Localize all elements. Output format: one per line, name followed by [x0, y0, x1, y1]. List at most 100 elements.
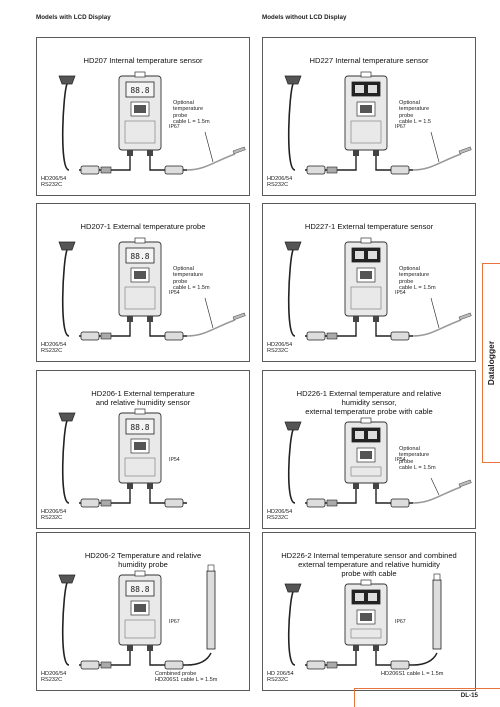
- hanging-tab: [134, 408, 146, 415]
- probe-connector: [390, 498, 410, 508]
- serial-port: [127, 483, 133, 489]
- panel-title: HD227 Internal temperature sensor: [309, 56, 429, 65]
- label-area: [350, 628, 382, 639]
- led-left: [355, 593, 364, 601]
- pc-cable-label: HD206/54 RS232C: [41, 342, 67, 355]
- temperature-probe-tip: [232, 312, 246, 321]
- datalogger-unit: [344, 71, 388, 151]
- ip-rating: IP54: [169, 457, 180, 463]
- panel-hd226-2: HD226-2 Internal temperature sensor and …: [262, 532, 476, 691]
- datalogger-unit: 88.8: [118, 570, 162, 646]
- serial-port: [353, 150, 359, 156]
- rh-probe-filter: [433, 573, 441, 581]
- connection-diagram: 88.8: [58, 237, 246, 341]
- page-number: DL-15: [460, 692, 478, 699]
- probe-callout-line: [204, 297, 214, 329]
- lcd-display: [125, 580, 155, 597]
- connection-diagram: [284, 417, 472, 508]
- cable-connector: [306, 498, 326, 508]
- datalogger-unit: 88.8: [118, 408, 162, 484]
- probe-port: [147, 150, 153, 156]
- led-right: [368, 593, 377, 601]
- label-area: [350, 286, 382, 310]
- battery: [134, 442, 146, 450]
- ip-rating: IP67: [169, 124, 180, 130]
- cable-ferrite: [326, 661, 338, 669]
- temperature-probe-cable: [186, 319, 236, 337]
- temperature-probe-cable: [412, 319, 462, 337]
- cable-ferrite: [326, 332, 338, 340]
- probe-port: [147, 645, 153, 651]
- probe-label: Combined probe HD206S1 cable L = 1.5m: [155, 671, 218, 684]
- pc-cable: [61, 83, 70, 171]
- panel-title: HD206-1 External temperature and relativ…: [91, 389, 195, 407]
- cable-ferrite: [100, 332, 112, 340]
- side-tab-frame: [482, 263, 500, 463]
- side-tab-label: Datalogger: [486, 340, 496, 386]
- pc-cable: [61, 249, 70, 337]
- led-right: [368, 251, 377, 259]
- panel-title: HD226-1 External temperature and relativ…: [296, 389, 442, 416]
- cable-connector: [306, 660, 326, 670]
- led-right: [368, 431, 377, 439]
- battery: [134, 604, 146, 612]
- datalogger-unit: [344, 237, 388, 317]
- pc-cable: [61, 420, 70, 504]
- ip-rating: IP54: [395, 290, 406, 296]
- battery: [360, 451, 372, 459]
- probe-port: [147, 483, 153, 489]
- led-left: [355, 85, 364, 93]
- lcd-display: [125, 418, 155, 435]
- cable-ferrite: [100, 166, 112, 174]
- hanging-tab: [360, 237, 372, 244]
- connection-diagram: 88.8: [58, 564, 216, 670]
- probe-port: [373, 483, 379, 489]
- datalogger-unit: [344, 417, 388, 484]
- pc-cable-label: HD206/54 RS232C: [267, 176, 293, 189]
- battery: [360, 105, 372, 113]
- probe-port: [373, 645, 379, 651]
- serial-port: [127, 316, 133, 322]
- temperature-probe-cable: [412, 486, 462, 504]
- lcd-display: [125, 81, 155, 98]
- pc-cable: [287, 83, 296, 171]
- panel-title: HD207 Internal temperature sensor: [83, 56, 203, 65]
- cable-ferrite: [100, 499, 112, 507]
- connection-diagram: [284, 71, 472, 175]
- probe-callout-line: [204, 131, 214, 163]
- rh-probe-cable: [186, 652, 212, 666]
- rh-probe-body: [206, 570, 216, 650]
- cable-connector: [306, 165, 326, 175]
- panel-title: HD226-2 Internal temperature sensor and …: [281, 551, 457, 578]
- probe-label: Optional temperature probe cable L = 1.5…: [399, 266, 436, 292]
- pc-cable-label: HD206/54 RS232C: [41, 176, 67, 189]
- hanging-tab: [360, 579, 372, 586]
- pc-cable-label: HD206/54 RS232C: [267, 509, 293, 522]
- rh-probe-filter: [207, 564, 215, 572]
- panel-title: HD227-1 External temperature sensor: [304, 222, 434, 231]
- pc-cable-label: HD 206/54 RS232C: [267, 671, 294, 684]
- label-area: [350, 120, 382, 144]
- ip-rating: IP54: [395, 457, 406, 463]
- panel-title: HD206-2 Temperature and relative humidit…: [84, 551, 202, 569]
- label-area: [124, 457, 156, 477]
- cable-connector: [306, 331, 326, 341]
- lcd-digits: 88.8: [130, 585, 149, 594]
- probe-label: Optional temperature probe cable L = 1.5…: [173, 266, 210, 292]
- db9-connector: [284, 75, 302, 85]
- probe-connector: [390, 165, 410, 175]
- probe-callout-line: [430, 477, 440, 496]
- led-right: [368, 85, 377, 93]
- db9-connector: [58, 574, 76, 584]
- probe-connector: [164, 498, 184, 508]
- hanging-tab: [360, 71, 372, 78]
- battery: [134, 105, 146, 113]
- pc-cable-label: HD206/54 RS232C: [41, 671, 67, 684]
- rh-probe-cable: [412, 652, 438, 666]
- led-left: [355, 251, 364, 259]
- db9-connector: [284, 421, 302, 431]
- db9-connector: [58, 412, 76, 422]
